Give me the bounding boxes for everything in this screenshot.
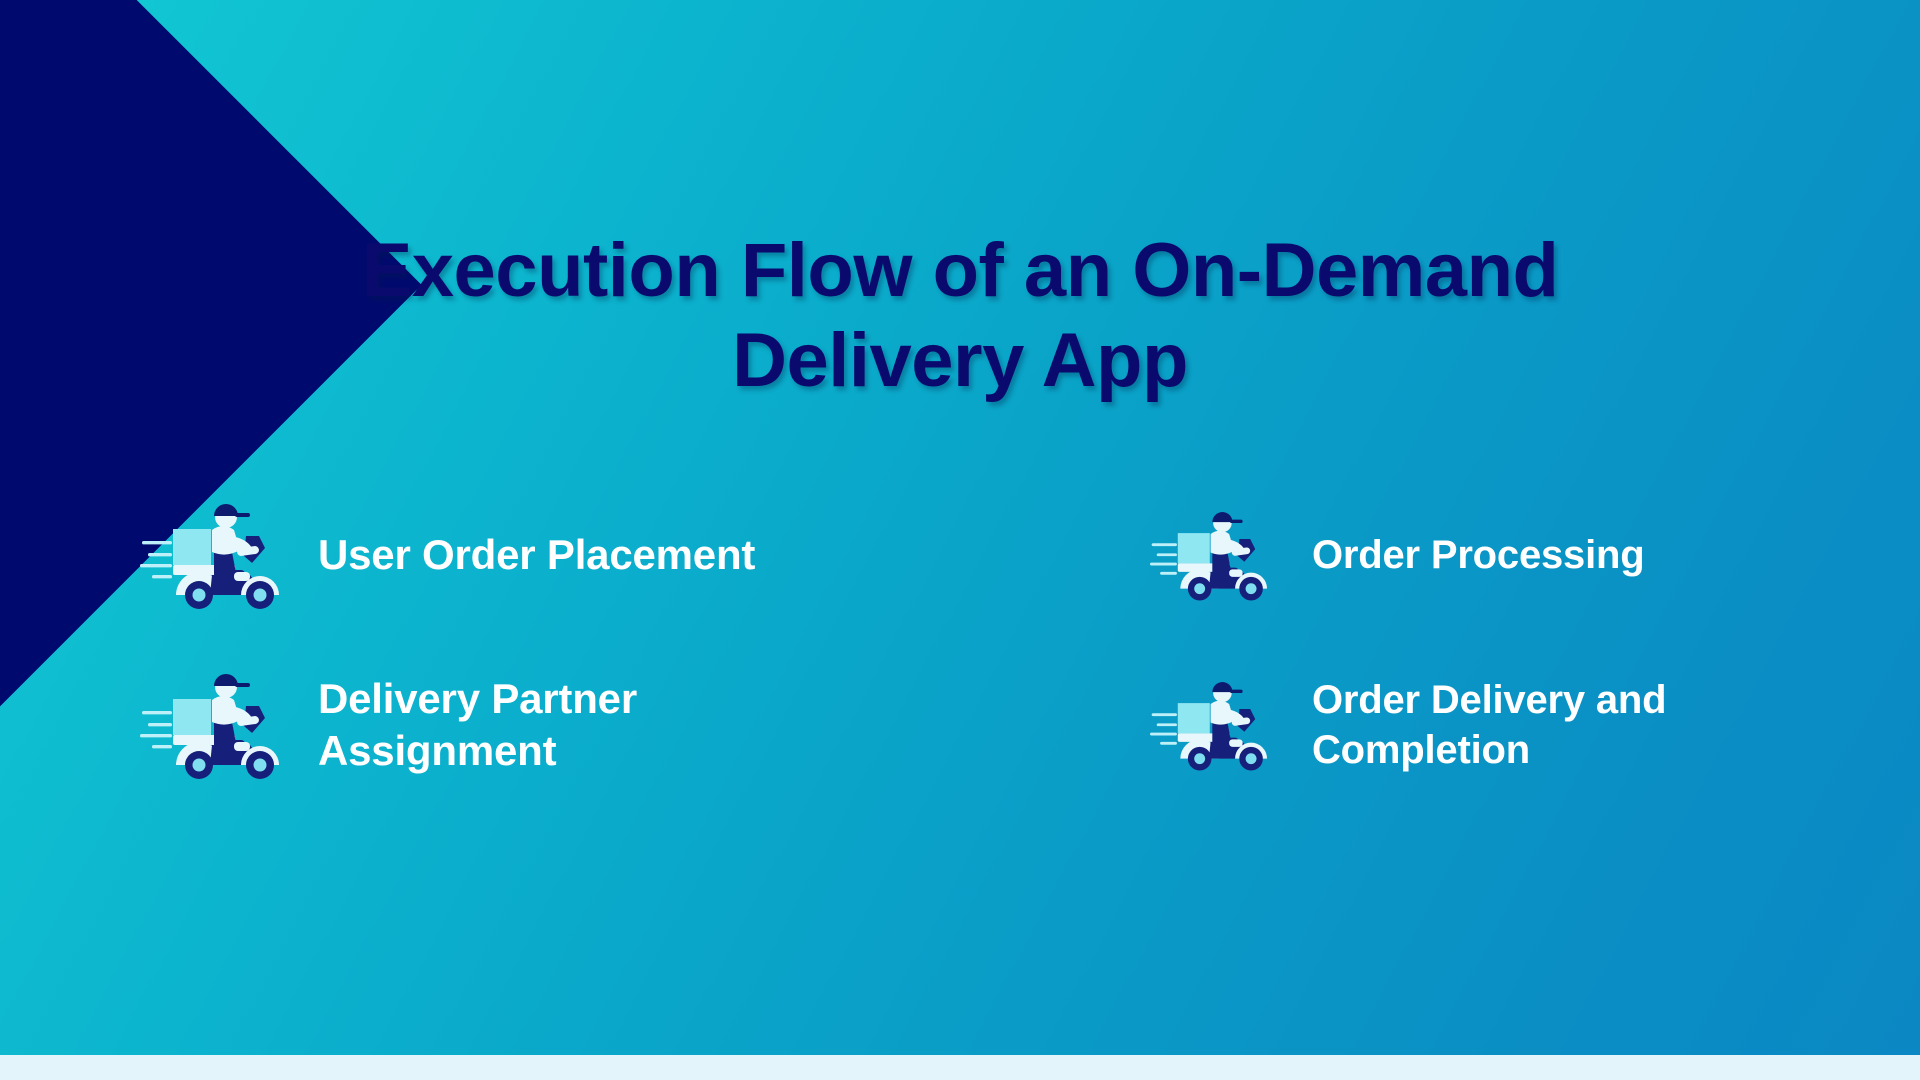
step-label: Delivery Partner Assignment [318, 674, 637, 775]
delivery-scooter-icon [1150, 682, 1268, 771]
steps-grid: User Order Placement [140, 470, 1780, 810]
step-label: User Order Placement [318, 530, 756, 578]
slide-background [0, 0, 1920, 1055]
delivery-scooter-icon [140, 504, 279, 609]
step-label: Order Processing [1312, 533, 1645, 577]
delivery-scooter-icon [140, 674, 279, 779]
step-item-order-delivery-and-completion: Order Delivery and Completion [1150, 640, 1780, 810]
delivery-scooter-icon [1150, 512, 1268, 601]
step-item-user-order-placement: User Order Placement [140, 470, 1150, 640]
step-item-order-processing: Order Processing [1150, 470, 1780, 640]
bottom-accent-strip [0, 1055, 1920, 1080]
step-item-delivery-partner-assignment: Delivery Partner Assignment [140, 640, 1150, 810]
step-label: Order Delivery and Completion [1312, 678, 1667, 772]
slide-title: Execution Flow of an On-Demand Delivery … [361, 227, 1559, 403]
